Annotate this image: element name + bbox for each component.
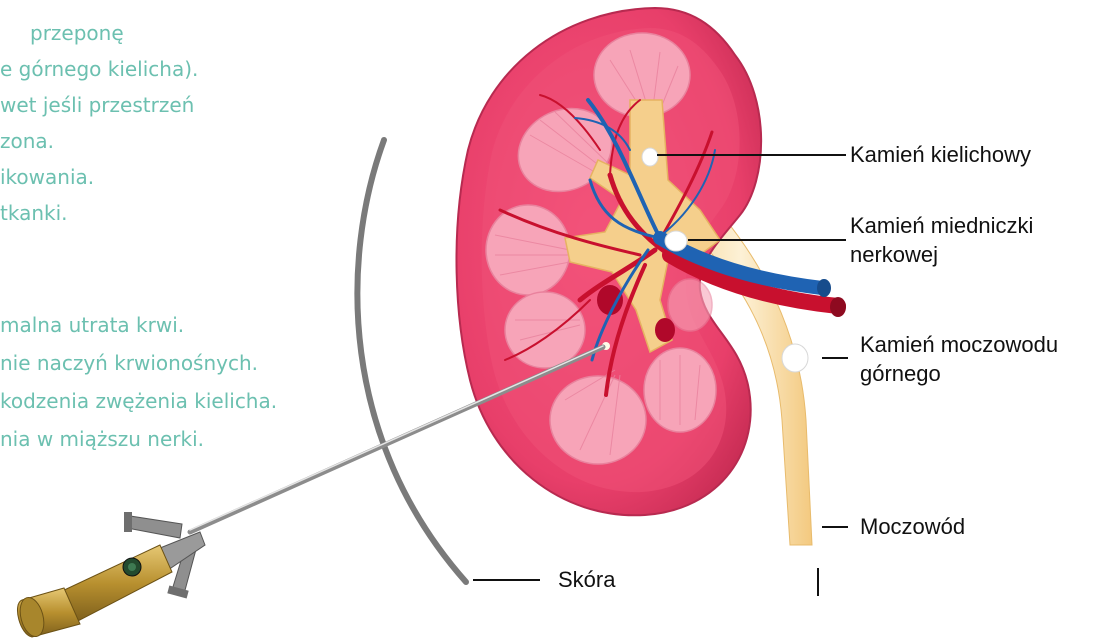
artery-stump [655, 318, 675, 342]
label-ureter-stone-line2: górnego [860, 361, 941, 387]
label-skin: Skóra [558, 567, 615, 593]
label-pelvis-stone-line1: Kamień miedniczki [850, 213, 1033, 239]
label-ureter: Moczowód [860, 514, 965, 540]
calyx-stone [642, 148, 658, 166]
pelvis-stone [665, 231, 687, 251]
label-calyx-stone: Kamień kielichowy [850, 142, 1031, 168]
label-pelvis-stone-line2: nerkowej [850, 242, 938, 268]
label-ureter-stone-line1: Kamień moczowodu [860, 332, 1058, 358]
skin-line [357, 140, 466, 582]
ureter-stone [782, 344, 808, 372]
